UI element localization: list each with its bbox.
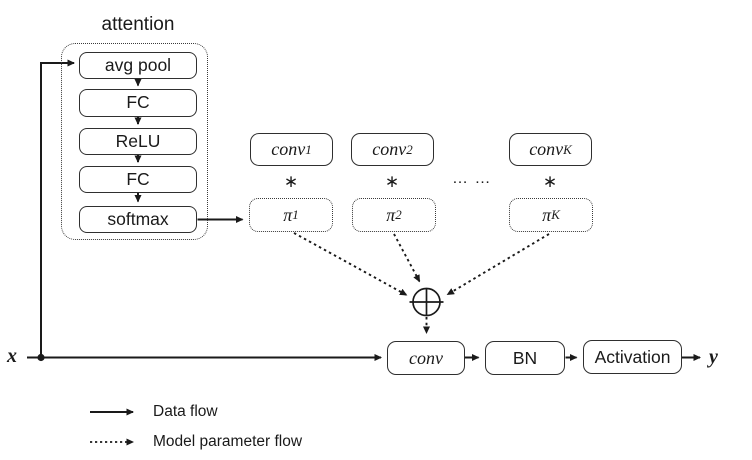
weight-label-K: π xyxy=(542,204,552,225)
layer-label-fc2: FC xyxy=(126,169,150,189)
legend-label-data-flow: Data flow xyxy=(153,403,218,420)
kernel-label-2: conv xyxy=(372,139,407,159)
layer-box-softmax: softmax xyxy=(79,206,197,233)
weight-label-2: π xyxy=(386,204,396,225)
activation-label: Activation xyxy=(594,346,671,367)
input-branch-to-avgpool xyxy=(40,59,75,358)
kernel-label-1: conv xyxy=(271,139,306,159)
layer-label-fc1: FC xyxy=(126,92,150,113)
conv-box: conv xyxy=(387,341,465,375)
weight-label-1: π xyxy=(283,204,293,225)
kernel-label-K: conv xyxy=(529,139,564,159)
output-label: y xyxy=(709,346,718,368)
bn-label: BN xyxy=(512,347,538,368)
conv-label: conv xyxy=(409,347,443,368)
convolve-operator-K: ∗ xyxy=(542,172,558,192)
layer-box-fc1: FC xyxy=(79,89,197,117)
layer-box-avgpool: avg pool xyxy=(79,52,197,79)
convolve-operator-1: ∗ xyxy=(283,172,299,192)
input-label: x xyxy=(7,345,17,367)
layer-label-avgpool: avg pool xyxy=(104,55,172,75)
piK-to-sum-arrow xyxy=(446,233,550,296)
ellipsis: … … xyxy=(452,170,492,187)
circled-plus-icon xyxy=(409,287,444,317)
pi1-to-sum-arrow xyxy=(293,232,408,296)
attention-title: attention xyxy=(101,14,175,35)
layer-box-fc2: FC xyxy=(79,166,197,193)
bn-box: BN xyxy=(485,341,565,375)
layer-label-relu: ReLU xyxy=(115,131,161,151)
pi2-to-sum-arrow xyxy=(393,233,421,283)
attention-group-box xyxy=(61,43,208,240)
convolve-operator-2: ∗ xyxy=(384,172,400,192)
layer-box-relu: ReLU xyxy=(79,128,197,155)
activation-box: Activation xyxy=(583,340,682,374)
layer-label-softmax: softmax xyxy=(107,209,169,229)
legend-label-parameter-flow: Model parameter flow xyxy=(153,433,303,450)
